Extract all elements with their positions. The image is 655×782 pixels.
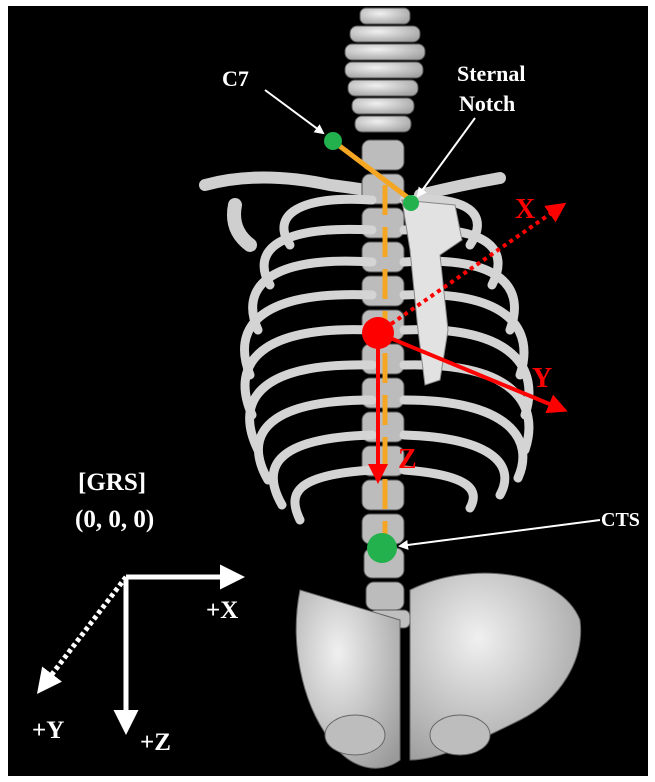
grs-origin: (0, 0, 0): [75, 506, 154, 533]
grs-title: [GRS]: [78, 469, 146, 496]
trunk-x-label: X: [515, 194, 535, 225]
c7-marker: [324, 132, 342, 150]
trunk-z-label: Z: [398, 444, 417, 475]
cts-marker: [367, 533, 397, 563]
sternal-notch-label-line1: Sternal: [457, 61, 525, 86]
cts-label: CTS: [601, 509, 640, 531]
trunk-origin-marker: [362, 317, 394, 349]
trunk-y-label: Y: [532, 363, 552, 394]
c7-label: C7: [222, 66, 249, 91]
sternal-notch-marker: [403, 195, 419, 211]
grs-y-label: +Y: [32, 717, 64, 744]
grs-z-label: +Z: [140, 729, 171, 756]
grs-x-label: +X: [206, 597, 238, 624]
sternal-notch-label-line2: Notch: [459, 91, 515, 116]
